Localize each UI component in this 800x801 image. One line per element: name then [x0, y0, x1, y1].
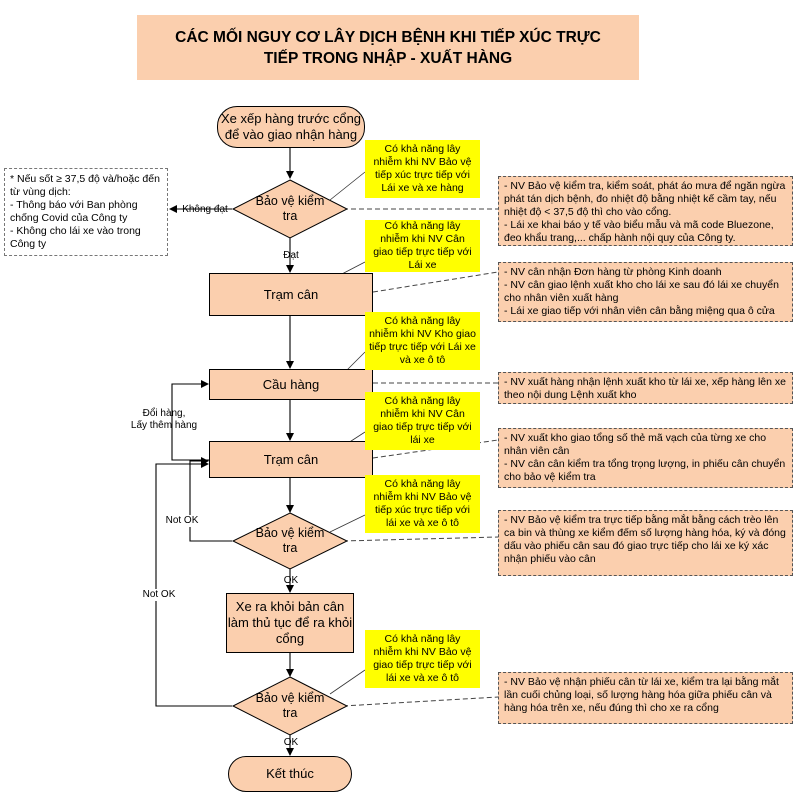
detail-line: - NV xuất kho giao tổng số thẻ mã vạch c… [504, 432, 767, 457]
fever-rule-line: - Thông báo với Ban phòng chống Covid củ… [10, 199, 138, 224]
detail-box-check1: - NV Bảo vệ kiểm tra, kiểm soát, phát áo… [498, 176, 793, 246]
risk-note-4: Có khả năng lây nhiễm khi NV Cân giao ti… [365, 392, 480, 450]
scale1-node: Trạm cân [209, 273, 373, 316]
crane-node: Cầu hàng [209, 369, 373, 400]
edge-label-not-passed: Không đạt [182, 204, 228, 215]
edge-label-ok-2: OK [283, 737, 299, 748]
detail-box-check2: - NV Bảo vệ kiểm tra trực tiếp bằng mắt … [498, 510, 793, 576]
detail-line: - NV cân giao lệnh xuất kho cho lái xe s… [504, 279, 779, 304]
edge-label-passed: Đạt [283, 250, 299, 261]
start-node-label: Xe xếp hàng trước cổng để vào giao nhận … [220, 111, 362, 142]
risk-note-3: Có khả năng lây nhiễm khi NV Kho giao ti… [365, 312, 480, 370]
scale2-node-label: Trạm cân [263, 451, 319, 467]
check2-label: Bảo vệ kiểm tra [255, 526, 325, 555]
decision-diamond-2 [231, 512, 349, 570]
risk-note-1: Có khả năng lây nhiễm khi NV Bảo vệ tiếp… [365, 140, 480, 198]
exit-node-label: Xe ra khỏi bản cân làm thủ tục để ra khỏ… [227, 599, 353, 646]
fever-rule-note: * Nếu sốt ≥ 37,5 độ và/hoặc đến từ vùng … [4, 168, 168, 256]
detail-line: - NV xuất hàng nhận lệnh xuất kho từ lái… [504, 376, 786, 401]
decision-diamond-1 [231, 179, 349, 239]
end-node-label: Kết thúc [266, 766, 314, 781]
risk-note-2: Có khả năng lây nhiễm khi NV Cân giao ti… [365, 220, 480, 272]
end-node: Kết thúc [228, 756, 352, 792]
decision-diamond-3 [231, 676, 349, 736]
detail-line: - NV cân cân kiểm tra tổng trọng lượng, … [504, 458, 786, 483]
scale1-node-label: Trạm cân [263, 286, 319, 302]
check1-label: Bảo vệ kiểm tra [255, 194, 325, 223]
detail-line: - NV Bảo vệ kiểm tra, kiểm soát, phát áo… [504, 180, 786, 218]
detail-box-scale2: - NV xuất kho giao tổng số thẻ mã vạch c… [498, 428, 793, 488]
detail-line: - NV Bảo vệ nhận phiếu cân từ lái xe, ki… [504, 676, 779, 714]
detail-line: - Lái xe giao tiếp với nhân viên cân bằn… [504, 305, 775, 317]
edge-label-ok-1: OK [283, 575, 299, 586]
exit-node: Xe ra khỏi bản cân làm thủ tục để ra khỏ… [226, 593, 354, 653]
scale2-node: Trạm cân [209, 441, 373, 478]
edge-label-swap: Đổi hàng, Lấy thêm hàng [128, 408, 200, 432]
fever-rule-line: * Nếu sốt ≥ 37,5 độ và/hoặc đến từ vùng … [10, 173, 160, 198]
edge-label-not-ok-2: Not OK [140, 589, 178, 601]
detail-line: - NV Bảo vệ kiểm tra trực tiếp bằng mắt … [504, 514, 786, 565]
edge-label-swap-line2: Lấy thêm hàng [130, 420, 198, 431]
detail-box-check3: - NV Bảo vệ nhận phiếu cân từ lái xe, ki… [498, 672, 793, 724]
start-node: Xe xếp hàng trước cổng để vào giao nhận … [217, 106, 365, 148]
crane-node-label: Cầu hàng [262, 376, 320, 392]
check3-label: Bảo vệ kiểm tra [255, 691, 325, 720]
detail-box-crane: - NV xuất hàng nhận lệnh xuất kho từ lái… [498, 372, 793, 404]
title-banner: CÁC MỐI NGUY CƠ LÂY DỊCH BỆNH KHI TIẾP X… [137, 15, 639, 80]
detail-line: - Lái xe khai báo y tế vào biểu mẫu và m… [504, 219, 774, 244]
detail-box-scale1: - NV cân nhận Đơn hàng từ phòng Kinh doa… [498, 262, 793, 322]
edge-label-not-ok-1: Not OK [162, 515, 202, 527]
detail-line: - NV cân nhận Đơn hàng từ phòng Kinh doa… [504, 266, 722, 278]
page-title: CÁC MỐI NGUY CƠ LÂY DỊCH BỆNH KHI TIẾP X… [175, 28, 601, 67]
risk-note-6: Có khả năng lây nhiễm khi NV Bảo vệ giao… [365, 630, 480, 688]
edge-label-swap-line1: Đổi hàng, [142, 408, 186, 419]
fever-rule-line: - Không cho lái xe vào trong Công ty [10, 225, 141, 250]
risk-note-5: Có khả năng lây nhiễm khi NV Bảo vệ tiếp… [365, 475, 480, 533]
